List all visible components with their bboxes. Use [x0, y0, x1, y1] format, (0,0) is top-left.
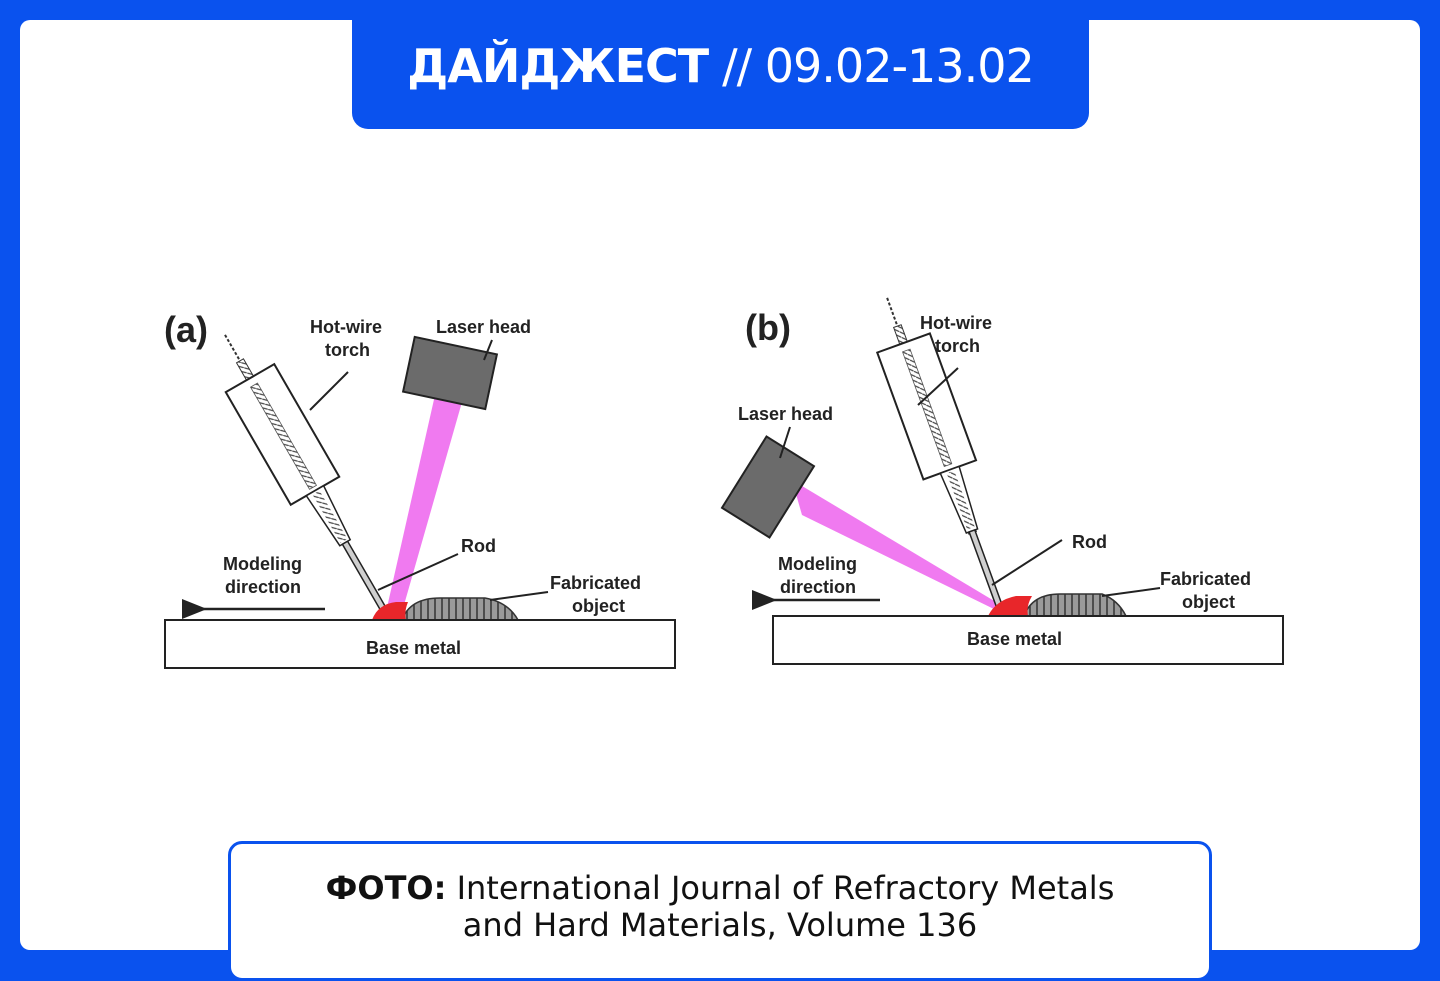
panel-b-fabricated-label-2: object [1182, 592, 1235, 612]
panel-a-rod-label: Rod [461, 536, 496, 556]
panel-b-rod-leader [991, 539, 1063, 586]
panel-b-hotwire-label-1: Hot-wire [920, 313, 992, 333]
caption-source-2: and Hard Materials, Volume 136 [462, 906, 978, 944]
panel-b-base-label: Base metal [967, 629, 1062, 649]
panel-b-torch-icon [875, 297, 1004, 609]
panel-b-label: (b) [745, 307, 791, 348]
panel-b-fabricated-label-1: Fabricated [1160, 569, 1251, 589]
panel-a-hotwire-label-2: torch [325, 340, 370, 360]
panel-a-rod-leader [377, 553, 459, 591]
caption-source-1: International Journal of Refractory Meta… [456, 869, 1115, 907]
panel-a-fabricated-leader [489, 591, 549, 601]
panel-b-hotwire-label-2: torch [935, 336, 980, 356]
header-date-range: // 09.02-13.02 [722, 38, 1035, 93]
panel-b-fabricated-leader [1101, 587, 1161, 597]
caption-label: ФОТО: [325, 869, 447, 907]
panel-a-modeling-label-1: Modeling [223, 554, 302, 574]
panel-a-melt-pool [372, 602, 408, 620]
panel-a-laser-head-icon [401, 335, 499, 411]
panel-a-fabricated-label-1: Fabricated [550, 573, 641, 593]
panel-b-laser-label: Laser head [738, 404, 833, 424]
panel-a-hotwire-label-1: Hot-wire [310, 317, 382, 337]
panel-b: (b) Base metal Hot-wire torch Laser head [720, 297, 1284, 665]
header-title: ДАЙДЖЕСТ [407, 38, 709, 93]
panel-a-torch-icon [224, 334, 388, 613]
header-tab: ДАЙДЖЕСТ // 09.02-13.02 [352, 0, 1089, 129]
panel-b-base-metal [772, 615, 1284, 665]
panel-a-laser-leader [483, 339, 493, 361]
panel-b-modeling-label-2: direction [780, 577, 856, 597]
panel-a: (a) Base metal Hot-wire torch Laser head [164, 309, 676, 669]
panel-a-base-label: Base metal [366, 638, 461, 658]
panel-b-melt-pool [988, 596, 1032, 616]
panel-b-modeling-label-1: Modeling [778, 554, 857, 574]
panel-b-laser-leader [779, 426, 791, 459]
content-card [20, 20, 1420, 950]
photo-credit-caption: ФОТО: International Journal of Refractor… [228, 841, 1212, 981]
caption-line-1: ФОТО: International Journal of Refractor… [231, 870, 1209, 907]
panel-a-fabricated-label-2: object [572, 596, 625, 616]
panel-b-rod-label: Rod [1072, 532, 1107, 552]
panel-a-laser-label: Laser head [436, 317, 531, 337]
panel-a-base-metal [164, 619, 676, 669]
panel-b-fabricated-object [1022, 593, 1128, 617]
panel-a-modeling-label-2: direction [225, 577, 301, 597]
panel-a-laser-beam [386, 395, 462, 612]
panel-b-hotwire-leader [917, 367, 959, 406]
panel-a-label: (a) [164, 309, 208, 350]
panel-b-laser-beam [792, 480, 1006, 612]
panel-b-laser-head-icon [720, 435, 816, 539]
panel-a-hotwire-leader [309, 371, 349, 411]
welding-diagram: (a) Base metal Hot-wire torch Laser head [164, 297, 1284, 669]
panel-a-fabricated-object [400, 597, 520, 621]
